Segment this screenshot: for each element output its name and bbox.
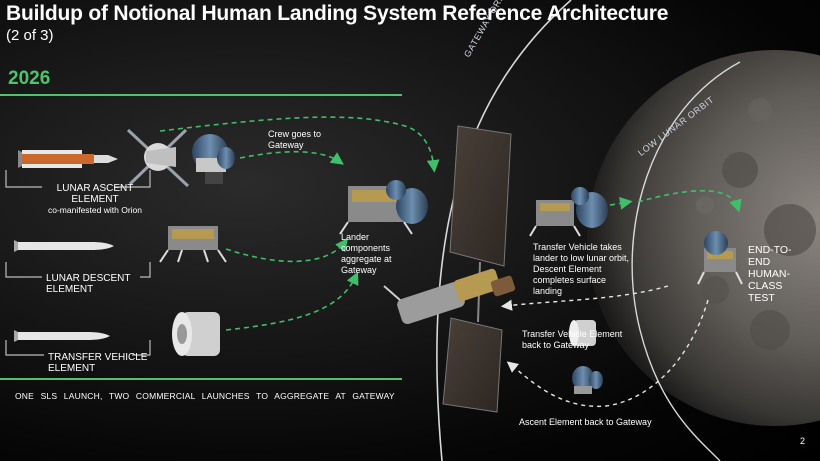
commercial-rocket-2-image bbox=[14, 330, 110, 342]
tv-takes-line4: completes surface bbox=[533, 275, 607, 285]
slide-title: Buildup of Notional Human Landing System… bbox=[6, 2, 669, 25]
transfer-takes-callout: Transfer Vehicle takes lander to low lun… bbox=[533, 242, 629, 297]
transfer-vehicle-label: TRANSFER VEHICLE ELEMENT bbox=[48, 352, 158, 374]
crew-goes-callout: Crew goes to Gateway bbox=[268, 129, 321, 151]
lunar-ascent-line2: ELEMENT bbox=[71, 194, 119, 205]
ascent-bracket bbox=[5, 170, 151, 188]
ascent-element-image bbox=[192, 134, 235, 184]
tv-takes-line1: Transfer Vehicle takes bbox=[533, 242, 622, 252]
lander-line2: components bbox=[341, 243, 391, 253]
end-line3: HUMAN- bbox=[748, 268, 790, 280]
lunar-descent-line2: ELEMENT bbox=[46, 284, 94, 295]
lunar-descent-line1: LUNAR DESCENT bbox=[46, 273, 131, 284]
arrow-orion-to-gateway bbox=[159, 116, 440, 173]
year-label: 2026 bbox=[8, 68, 51, 89]
lander-line4: Gateway bbox=[341, 265, 377, 275]
arrow-ascent-back-to-gateway bbox=[506, 299, 709, 407]
descent-bracket bbox=[5, 262, 151, 278]
returning-ascent-element-image bbox=[572, 366, 603, 394]
crew-goes-line1: Crew goes to bbox=[268, 129, 322, 139]
transfer-vehicle-line1: TRANSFER VEHICLE bbox=[48, 352, 148, 363]
tv-takes-line3: Descent Element bbox=[533, 264, 602, 274]
transfer-vehicle-line2: ELEMENT bbox=[48, 363, 96, 374]
lunar-ascent-note: co-manifested with Orion bbox=[47, 205, 142, 215]
end-to-end-callout: END-TO- END HUMAN- CLASS TEST bbox=[748, 244, 792, 304]
end-line5: TEST bbox=[748, 292, 775, 304]
tv-takes-line2: lander to low lunar orbit, bbox=[533, 253, 630, 263]
arrow-descent-to-lander bbox=[225, 238, 348, 263]
lander-line3: aggregate at bbox=[341, 254, 392, 264]
lunar-ascent-line1: LUNAR ASCENT bbox=[56, 183, 134, 194]
lunar-descent-label: LUNAR DESCENT ELEMENT bbox=[46, 273, 156, 295]
arrow-low-orbit-to-surface bbox=[637, 189, 742, 213]
end-line2: END bbox=[748, 256, 771, 268]
tv-back-line2: back to Gateway bbox=[522, 340, 590, 350]
low-lunar-orbit-line bbox=[631, 61, 741, 461]
end-line1: END-TO- bbox=[748, 244, 792, 256]
lander-aggregate-callout: Lander components aggregate at Gateway bbox=[341, 232, 392, 276]
transfer-bracket bbox=[5, 340, 151, 356]
slide-subtitle: (2 of 3) bbox=[6, 27, 54, 44]
ascent-back-callout: Ascent Element back to Gateway bbox=[519, 417, 652, 427]
lunar-ascent-label: LUNAR ASCENT ELEMENT co-manifested with … bbox=[30, 183, 160, 216]
landed-lander-image bbox=[697, 231, 743, 285]
transfer-back-callout: Transfer Vehicle Element back to Gateway bbox=[522, 329, 622, 351]
footer-caption: ONE SLS LAUNCH, TWO COMMERCIAL LAUNCHES … bbox=[15, 391, 395, 401]
arrow-ascent-to-lander bbox=[239, 150, 344, 165]
gateway-station-image bbox=[383, 268, 516, 325]
arrow-tv-back-to-gateway bbox=[500, 285, 669, 311]
moon-image bbox=[587, 50, 820, 426]
tv-back-line1: Transfer Vehicle Element bbox=[522, 329, 623, 339]
transfer-vehicle-image bbox=[172, 312, 220, 356]
crew-goes-line2: Gateway bbox=[268, 140, 304, 150]
page-number: 2 bbox=[800, 436, 806, 446]
sls-rocket-image bbox=[18, 150, 118, 168]
transfer-vehicle-with-lander-image bbox=[529, 187, 608, 237]
orion-capsule-image bbox=[126, 128, 190, 188]
arrow-transfer-to-lander bbox=[225, 271, 359, 331]
end-line4: CLASS bbox=[748, 280, 783, 292]
tv-takes-line5: landing bbox=[533, 286, 563, 296]
commercial-rocket-1-image bbox=[14, 240, 114, 252]
descent-element-image bbox=[159, 226, 227, 263]
lander-line1: Lander bbox=[341, 232, 370, 242]
gateway-solar-arrays-image bbox=[442, 125, 512, 413]
aggregated-lander-image bbox=[339, 180, 428, 235]
returning-transfer-vehicle-image bbox=[569, 320, 596, 346]
arrow-tv-to-low-orbit bbox=[609, 197, 633, 210]
